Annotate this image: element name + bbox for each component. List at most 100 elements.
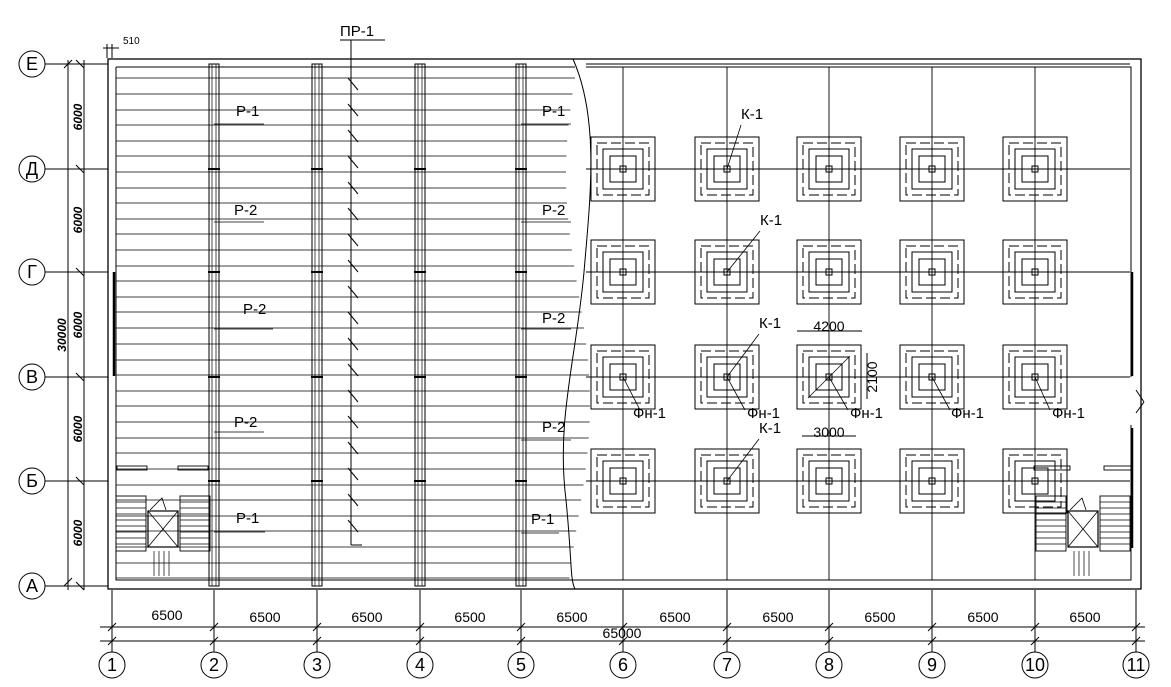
- foundation-step-2-2: [802, 350, 856, 404]
- frame-5: [515, 63, 527, 587]
- foundation-step-2-0: [802, 142, 856, 196]
- axis-bubble-A: А: [18, 572, 46, 600]
- door-left-a: [116, 465, 148, 471]
- foundation-step-1-1: [700, 245, 754, 299]
- foundation-inner-3-2: [918, 363, 946, 391]
- foundation-outer-1-1: [694, 239, 760, 305]
- foundation-diagonal: [807, 355, 851, 399]
- foundation-inner-1-0: [713, 155, 741, 183]
- purlin-hatch-286: [347, 285, 359, 299]
- frame-label-left-5: Р-1: [236, 510, 259, 527]
- axis-bubble-1: 1: [98, 651, 126, 679]
- column-3-0: [928, 165, 936, 173]
- purlin-hatch-520: [347, 519, 359, 533]
- column-3-1: [928, 268, 936, 276]
- axis-bubble-V: В: [18, 363, 46, 391]
- foundation-dim-width: 4200: [813, 318, 844, 334]
- foundation-step-3-1: [905, 245, 959, 299]
- foundation-dim-base: 3000: [813, 424, 844, 440]
- purlin-hatch-104: [347, 103, 359, 117]
- label-leader-14: [622, 376, 641, 411]
- label-leader-17: [931, 376, 951, 411]
- column-2-3: [825, 477, 833, 485]
- axis-label-G: Г: [27, 262, 37, 282]
- foundation-inner-3-0: [918, 155, 946, 183]
- row-dimension-texts: 6000 6000 6000 6000 6000 30000 510: [55, 36, 140, 546]
- label-leader-16: [828, 376, 849, 411]
- axis-label-11: 11: [1127, 655, 1146, 675]
- purlin-hatch-416: [347, 415, 359, 429]
- foundation-outer-0-3: [590, 448, 656, 514]
- column-1-0: [723, 165, 731, 173]
- foundation-mid-0-2: [602, 356, 644, 398]
- purlin-hatch-130: [347, 129, 359, 143]
- purlin-hatch-390: [347, 389, 359, 403]
- column-4-0: [1031, 165, 1039, 173]
- foundation-mid-1-0: [706, 148, 748, 190]
- bay-dimension-texts: 6500 6500 6500 6500 6500 6500 6500 6500 …: [151, 607, 1100, 641]
- foundation-label-8: Фн-1: [850, 405, 883, 422]
- foundation-outer-1-2: [694, 344, 760, 410]
- foundation-outer-1-0: [694, 136, 760, 202]
- frame-label-right-1: Р-1: [542, 103, 565, 120]
- row-tick-2: [75, 267, 85, 277]
- column-4-2: [1031, 373, 1039, 381]
- stair-left-lift-x2: [147, 510, 179, 548]
- axis-bubble-5: 5: [507, 651, 535, 679]
- frame-label-left-4: Р-2: [234, 414, 257, 431]
- foundation-mid-3-1: [911, 251, 953, 293]
- purlin-hatch-156: [347, 155, 359, 169]
- bay-dim-1: 6500: [151, 607, 182, 623]
- foundation-mid-2-2: [808, 356, 850, 398]
- column-0-3: [619, 477, 627, 485]
- column-2-0: [825, 165, 833, 173]
- column-1-2: [723, 373, 731, 381]
- foundation-inner-4-0: [1021, 155, 1049, 183]
- stair-left-lift: [147, 510, 179, 548]
- foundation-mid-4-2: [1014, 356, 1056, 398]
- purlin-hatch-78: [347, 77, 359, 91]
- axis-bubble-3: 3: [303, 651, 331, 679]
- bay-dim-2: 6500: [249, 609, 280, 625]
- frame-2: [208, 63, 220, 587]
- foundation-step-1-2: [700, 350, 754, 404]
- foundation-outer-2-1: [796, 239, 862, 305]
- row-tick-5: [75, 581, 85, 591]
- axis-label-6: 6: [618, 655, 628, 675]
- column-0-1: [619, 268, 627, 276]
- foundation-outer-4-2: [1002, 344, 1068, 410]
- foundation-step-4-0: [1008, 142, 1062, 196]
- axis-label-E: Е: [26, 54, 38, 74]
- label-leader-12: [726, 333, 760, 378]
- break-line: [562, 58, 592, 590]
- label-leader-18: [1034, 376, 1051, 411]
- foundation-mid-1-2: [706, 356, 748, 398]
- stair-left-left: [115, 495, 147, 552]
- row-dim-1: 6000: [71, 103, 85, 130]
- foundation-inner-0-3: [609, 467, 637, 495]
- purlin-hatch-260: [347, 259, 359, 273]
- foundation-mid-2-3: [808, 460, 850, 502]
- axis-label-V: В: [26, 367, 38, 387]
- column-0-2: [619, 373, 627, 381]
- foundation-step-2-3: [802, 454, 856, 508]
- foundation-step-2-1: [802, 245, 856, 299]
- offset-dim: 510: [123, 36, 140, 47]
- axis-label-3: 3: [312, 655, 322, 675]
- axis-bubble-B: Б: [18, 467, 46, 495]
- frame-label-right-4: Р-2: [542, 419, 565, 436]
- foundation-mid-1-3: [706, 460, 748, 502]
- foundation-label-7: Фн-1: [747, 405, 780, 422]
- foundation-outer-3-3: [899, 448, 965, 514]
- frame-label-left-2: Р-2: [234, 202, 257, 219]
- axis-bubble-10: 10: [1021, 651, 1049, 679]
- foundation-inner-3-3: [918, 467, 946, 495]
- foundation-step-4-1: [1008, 245, 1062, 299]
- stair-right-lift-x2: [1067, 510, 1099, 548]
- label-leader-10: [726, 124, 742, 170]
- bay-dim-7: 6500: [762, 609, 793, 625]
- foundation-inner-0-0: [609, 155, 637, 183]
- column-2-2: [825, 373, 833, 381]
- stair-left-right: [179, 495, 211, 552]
- purlin-hatch-442: [347, 441, 359, 455]
